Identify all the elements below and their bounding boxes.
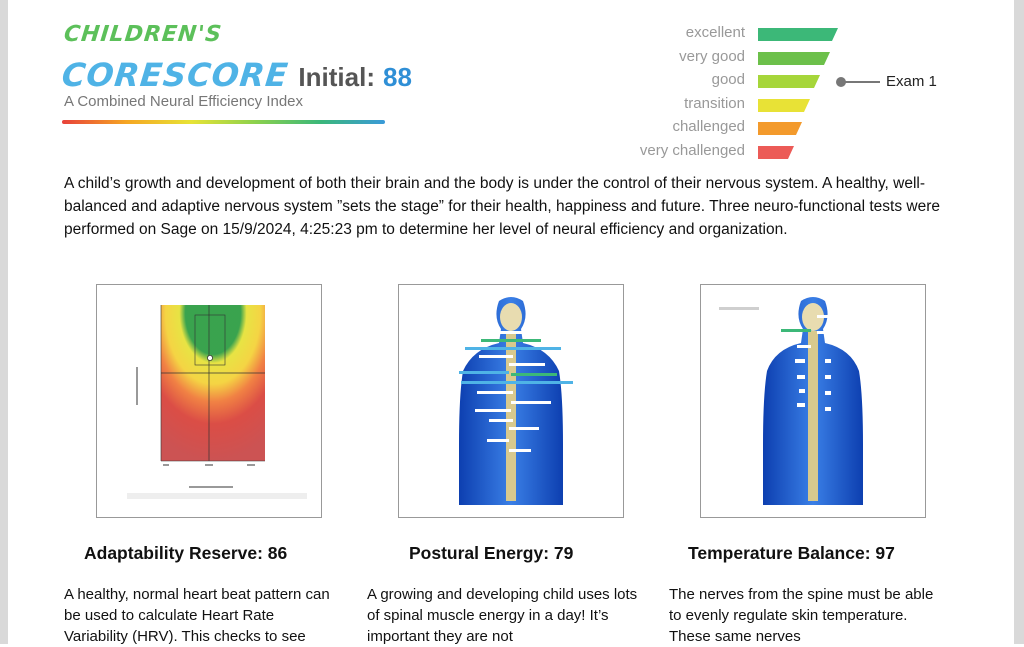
postural-spine-panel	[398, 284, 624, 518]
legend-bar-transition	[758, 99, 810, 112]
legend-label-very-challenged: very challenged	[639, 142, 745, 159]
adaptability-reserve-text: A healthy, normal heart beat pattern can…	[64, 586, 330, 645]
temperature-spine-panel	[700, 284, 926, 518]
legend-label-excellent: excellent	[685, 24, 745, 41]
left-frame	[0, 0, 8, 644]
legend-bar-good	[758, 75, 820, 88]
temperature-spine-figure	[701, 285, 925, 517]
initial-label: Initial:	[298, 62, 375, 92]
temperature-balance-text: The nerves from the spine must be able t…	[669, 586, 934, 645]
brand-childrens: CHILDREN'S	[62, 22, 224, 47]
brand-corescore: CORESCORE	[60, 56, 291, 94]
spine	[808, 331, 818, 501]
hrv-chart	[97, 285, 321, 517]
legend-label-transition: transition	[684, 95, 745, 112]
brand-title: CORESCORE Initial: 88	[60, 56, 412, 94]
postural-energy-text: A growing and developing child uses lots…	[367, 586, 638, 645]
legend-label-good: good	[711, 71, 745, 88]
intro-paragraph: A child’s growth and development of both…	[64, 175, 940, 238]
adaptability-reserve-heading: Adaptability Reserve: 86	[84, 543, 288, 563]
hrv-plot-area	[161, 305, 265, 461]
exam-marker-line	[840, 81, 880, 83]
legend-bar-challenged	[758, 122, 802, 135]
score-legend: excellent very good good transition chal…	[600, 24, 1000, 164]
postural-spine-figure	[399, 285, 623, 517]
initial-score: 88	[382, 62, 412, 92]
legend-bar-very-challenged	[758, 146, 794, 159]
legend-bars	[758, 28, 838, 159]
legend-bar-excellent	[758, 28, 838, 41]
legend-label-very-good: very good	[679, 48, 745, 65]
exam-marker-label: Exam 1	[886, 73, 937, 90]
legend-label-challenged: challenged	[672, 118, 745, 135]
legend-bar-very-good	[758, 52, 830, 65]
temperature-balance-heading: Temperature Balance: 97	[688, 543, 895, 563]
hrv-chart-panel	[96, 284, 322, 518]
hrv-target-box	[194, 314, 226, 366]
brand-subtitle: A Combined Neural Efficiency Index	[64, 93, 304, 110]
hrv-exam-point	[207, 355, 214, 362]
postural-energy-heading: Postural Energy: 79	[409, 543, 574, 563]
spine	[506, 331, 516, 501]
rainbow-divider	[62, 120, 385, 124]
right-frame	[1014, 0, 1024, 644]
